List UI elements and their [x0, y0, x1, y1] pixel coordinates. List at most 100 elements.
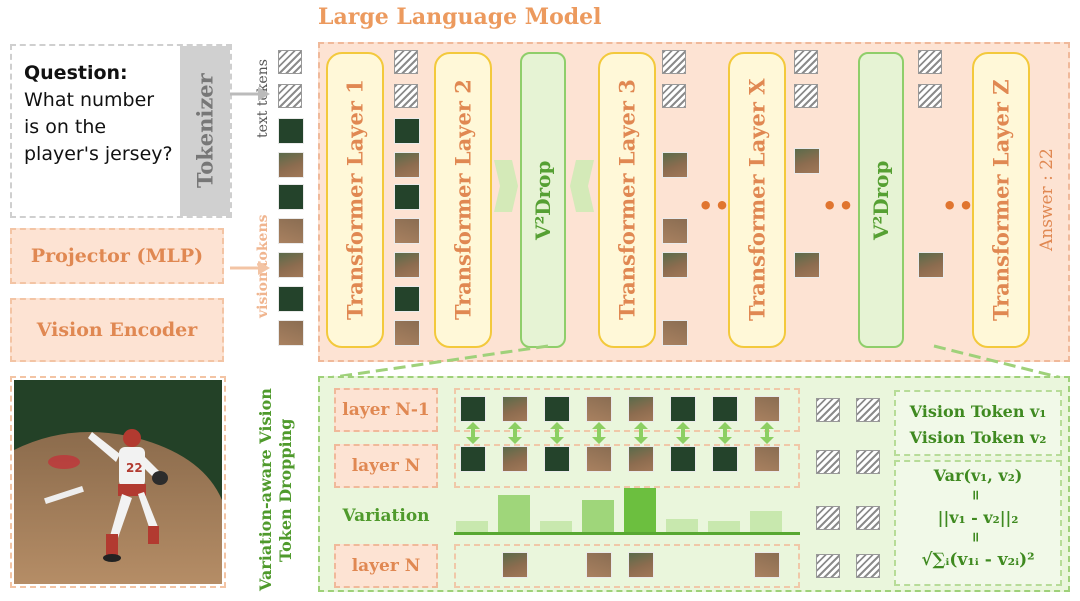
- vision-token: [278, 252, 304, 278]
- text-token: [856, 506, 880, 530]
- variation-bar: [498, 495, 530, 532]
- formula-var: Var(v₁, v₂): [933, 466, 1023, 485]
- variation-compare-arrow: [466, 422, 480, 444]
- question-text: What number is on the player's jersey?: [24, 89, 173, 165]
- text-token: [394, 50, 418, 74]
- token-layer-n: [754, 446, 780, 472]
- vision-token-v2: Vision Token v₂: [909, 428, 1047, 447]
- transformer-layer-x-label: Transformer Layer X: [744, 78, 770, 322]
- formula-eq-1: =: [968, 489, 984, 501]
- token-kept: [628, 552, 654, 578]
- variation-bar: [666, 519, 698, 532]
- token-layer-n: [670, 446, 696, 472]
- text-token: [394, 84, 418, 108]
- vision-token: [662, 252, 688, 278]
- row-strip-1: [454, 388, 800, 432]
- text-token: [816, 450, 840, 474]
- variation-formula-box: [894, 460, 1062, 586]
- token-layer-n-1: [712, 396, 738, 422]
- transformer-layer-z: [972, 52, 1030, 348]
- token-layer-n-1: [754, 396, 780, 422]
- row-strip-4: [454, 544, 800, 588]
- transformer-layer-3: [598, 52, 656, 348]
- input-image: 22: [10, 376, 226, 588]
- token-layer-n-1: [502, 396, 528, 422]
- question-label: Question:: [24, 62, 128, 84]
- v2drop-block-2: [858, 52, 904, 348]
- variation-compare-arrow: [550, 422, 564, 444]
- zoom-lines: [327, 344, 1063, 380]
- token-kept: [502, 552, 528, 578]
- vision-token: [918, 252, 944, 278]
- variation-compare-arrow: [760, 422, 774, 444]
- vision-token: [278, 184, 304, 210]
- answer-label: Answer : 22: [1037, 148, 1057, 252]
- variation-bar: [456, 521, 488, 532]
- svg-text:22: 22: [126, 461, 143, 475]
- row-strip-2: [454, 444, 800, 488]
- vision-token: [394, 320, 420, 346]
- pitcher-photo: 22: [14, 380, 222, 584]
- variation-compare-arrow: [676, 422, 690, 444]
- variation-bar: [708, 521, 740, 532]
- vision-token-legend-box: [894, 390, 1062, 456]
- text-token: [856, 398, 880, 422]
- variation-bar: [540, 521, 572, 532]
- token-layer-n: [460, 446, 486, 472]
- diagram-title: Large Language Model: [318, 4, 602, 30]
- text-token: [816, 398, 840, 422]
- formula-norm: ||v₁ - v₂||₂: [937, 508, 1019, 527]
- vision-token: [394, 152, 420, 178]
- text-token: [662, 84, 686, 108]
- token-layer-n: [712, 446, 738, 472]
- vision-token: [278, 286, 304, 312]
- vision-encoder-box: Vision Encoder: [10, 298, 224, 362]
- transformer-layer-2-label: Transformer Layer 2: [450, 79, 476, 321]
- tokenizer-box: [180, 46, 230, 216]
- side-title-line-2: Token Dropping: [276, 418, 295, 562]
- token-layer-n: [544, 446, 570, 472]
- text-token: [816, 506, 840, 530]
- row-label-layer-n-after: layer N: [334, 544, 438, 588]
- projector-box: Projector (MLP): [10, 228, 224, 284]
- text-token: [856, 450, 880, 474]
- text-token: [662, 50, 686, 74]
- vision-token-v1: Vision Token v₁: [909, 402, 1047, 421]
- vision-token: [794, 252, 820, 278]
- token-layer-n: [502, 446, 528, 472]
- variation-baseline: [454, 532, 800, 535]
- vision-token: [662, 218, 688, 244]
- vision-token: [662, 320, 688, 346]
- question-box: [10, 44, 232, 218]
- formula-eq-2: =: [968, 531, 984, 543]
- vision-token: [278, 152, 304, 178]
- text-token: [278, 50, 302, 74]
- formula-sum: √∑ᵢ(v₁ᵢ - v₂ᵢ)²: [921, 550, 1035, 570]
- question-text-block: Question: What number is on the player's…: [24, 60, 174, 168]
- token-layer-n: [628, 446, 654, 472]
- variation-compare-arrow: [718, 422, 732, 444]
- transformer-layer-2: [434, 52, 492, 348]
- variation-compare-arrow: [508, 422, 522, 444]
- token-kept: [754, 552, 780, 578]
- text-token: [816, 554, 840, 578]
- transformer-layer-x: [728, 52, 786, 348]
- row-label-variation: Variation: [342, 506, 430, 526]
- variation-bar: [750, 511, 782, 532]
- token-layer-n: [586, 446, 612, 472]
- row-label-layer-n: layer N: [334, 444, 438, 488]
- token-layer-n-1: [586, 396, 612, 422]
- token-layer-n-1: [460, 396, 486, 422]
- vision-token: [394, 184, 420, 210]
- transformer-layer-z-label: Transformer Layer Z: [988, 79, 1014, 321]
- text-token: [918, 84, 942, 108]
- detail-side-title: Variation-aware Vision Token Dropping: [252, 389, 300, 592]
- vision-token: [394, 286, 420, 312]
- transformer-layer-1: [326, 52, 384, 348]
- v2drop-label-2: V²Drop: [869, 160, 893, 240]
- text-token: [278, 84, 302, 108]
- variation-compare-arrow: [634, 422, 648, 444]
- transformer-layer-3-label: Transformer Layer 3: [614, 79, 640, 321]
- vision-token: [662, 152, 688, 178]
- variation-bar: [582, 500, 614, 532]
